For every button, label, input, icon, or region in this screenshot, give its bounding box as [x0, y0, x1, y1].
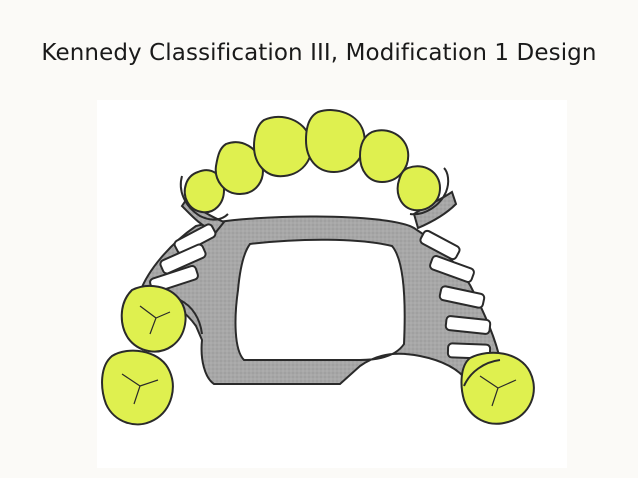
- tooth: [396, 165, 442, 212]
- tooth: [101, 349, 174, 426]
- anterior-teeth: [183, 109, 442, 214]
- left-retention-lattice: [149, 223, 217, 294]
- right-clasp: [463, 359, 501, 387]
- left-clasp: [179, 299, 203, 335]
- left-tooth-fissures: [121, 305, 171, 405]
- tooth: [304, 109, 366, 174]
- right-retention-lattice: [419, 229, 492, 360]
- slide-title: Kennedy Classification III, Modification…: [41, 40, 597, 66]
- tooth: [252, 115, 313, 178]
- left-minor-connector: [179, 175, 229, 221]
- tooth: [358, 129, 410, 184]
- right-tooth-fissures: [479, 375, 517, 407]
- right-minor-connector: [409, 167, 450, 216]
- left-posterior-teeth: [101, 284, 187, 426]
- tooth: [120, 284, 187, 353]
